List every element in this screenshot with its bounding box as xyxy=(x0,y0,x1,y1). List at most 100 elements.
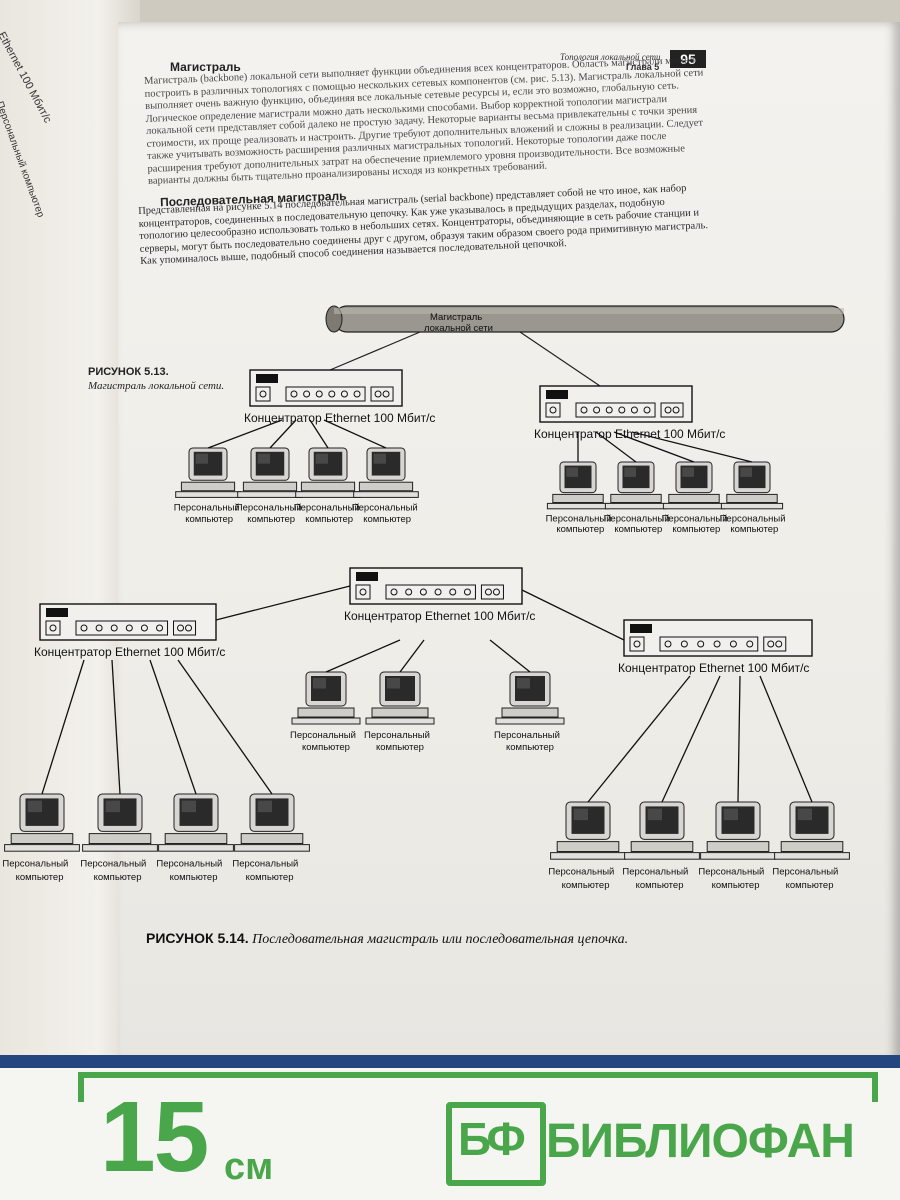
network-cable xyxy=(325,639,401,673)
pc-fig14-center-1-label-1: Персональный xyxy=(290,730,356,741)
pc-fig14-center-2-label-1: Персональный xyxy=(364,730,430,741)
pc-fig14-left-1-label-1: Персональный xyxy=(2,859,68,870)
pc-fig13-left-3-label-1: Персональный xyxy=(294,503,360,514)
ruler-unit: см xyxy=(224,1146,274,1188)
network-cable xyxy=(149,659,197,795)
hub-fig14-left-label: Концентратор Ethernet 100 Мбит/с xyxy=(34,645,225,659)
backbone-label-line2: локальной сети xyxy=(424,323,493,334)
figure-5-13-label: РИСУНОК 5.13. xyxy=(88,366,169,378)
pc-fig14-left-3: Персональный компьютер xyxy=(156,793,234,883)
pc-fig14-right-3: Персональный компьютер xyxy=(698,801,776,891)
pc-fig13-left-2-label-1: Персональный xyxy=(236,503,302,514)
ruler-tick-right xyxy=(872,1072,878,1102)
pc-fig14-center-1-label-2: компьютер xyxy=(302,742,350,753)
network-cable xyxy=(489,639,531,673)
pc-fig14-left-3-label-2: компьютер xyxy=(170,872,218,883)
pc-fig13-right-3-label-1: Персональный xyxy=(662,513,728,524)
network-cable xyxy=(111,659,121,795)
ruler-line xyxy=(78,1072,878,1078)
bibliofan-logo-text: БФ xyxy=(458,1113,526,1165)
network-cable xyxy=(323,419,387,449)
figure-5-14-label: РИСУНОК 5.14. xyxy=(146,930,249,946)
pc-fig13-left-2-label-2: компьютер xyxy=(247,514,295,525)
pc-fig14-left-2-label-2: компьютер xyxy=(94,872,142,883)
pc-fig13-right-2-label-1: Персональный xyxy=(604,513,670,524)
network-cable xyxy=(595,431,637,463)
pc-fig13-right-4-label-2: компьютер xyxy=(730,524,778,535)
ruler-length: 15 xyxy=(100,1081,209,1193)
pc-fig13-right-1-label-1: Персональный xyxy=(546,513,612,524)
pc-fig13-right-1-label-2: компьютер xyxy=(556,524,604,535)
network-cable xyxy=(737,675,741,803)
running-header-chapter: Глава 5 xyxy=(626,62,660,72)
page-number: 95 xyxy=(670,50,706,68)
pc-fig14-left-2: Персональный компьютер xyxy=(80,793,158,883)
pc-fig14-right-3-label-2: компьютер xyxy=(712,880,760,891)
pc-fig14-right-2-label-1: Персональный xyxy=(622,867,688,878)
pc-fig13-right-4-label-1: Персональный xyxy=(720,513,786,524)
pc-fig14-left-1-label-2: компьютер xyxy=(16,872,64,883)
hub-fig14-center-label: Концентратор Ethernet 100 Мбит/с xyxy=(344,609,535,623)
pc-fig14-left-4-label-2: компьютер xyxy=(246,872,294,883)
hub-fig14-right: Концентратор Ethernet 100 Мбит/с xyxy=(618,619,813,675)
pc-fig14-right-4-label-2: компьютер xyxy=(786,880,834,891)
pc-fig14-center-3-label-1: Персональный xyxy=(494,730,560,741)
hub-fig13-right: Концентратор Ethernet 100 Мбит/с xyxy=(534,385,725,441)
network-diagrams: Магистраль локальной сети Концентратор E… xyxy=(2,305,850,891)
pc-fig14-right-2: Персональный компьютер xyxy=(622,801,700,891)
network-cable xyxy=(661,675,721,803)
hub-fig14-center: Концентратор Ethernet 100 Мбит/с xyxy=(344,567,535,623)
hub-fig14-right-label: Концентратор Ethernet 100 Мбит/с xyxy=(618,661,809,675)
bibliofan-logo-icon xyxy=(446,1102,546,1186)
pc-fig14-center-2-label-2: компьютер xyxy=(376,742,424,753)
network-cable xyxy=(269,419,297,449)
pc-fig14-left-1: Персональный компьютер xyxy=(2,793,80,883)
pc-fig14-right-2-label-2: компьютер xyxy=(636,880,684,891)
pc-fig13-left-4-label-2: компьютер xyxy=(363,514,411,525)
backbone-label-line1: Магистраль xyxy=(430,312,482,323)
pc-fig14-left-4-label-1: Персональный xyxy=(232,859,298,870)
bibliofan-brand: БИБЛИОФАН xyxy=(546,1115,855,1168)
network-cable xyxy=(613,431,695,463)
backbone-heading: Магистраль xyxy=(170,60,241,74)
pc-fig14-right-3-label-1: Персональный xyxy=(698,867,764,878)
network-cable xyxy=(41,659,85,795)
pc-fig13-right-3-label-2: компьютер xyxy=(672,524,720,535)
hub-fig14-left: Концентратор Ethernet 100 Мбит/с xyxy=(34,603,225,659)
network-cable xyxy=(215,585,351,621)
network-cable xyxy=(631,431,753,463)
network-cable xyxy=(521,589,625,641)
ruler-tick-left xyxy=(78,1072,84,1102)
figure-5-14-caption-block: РИСУНОК 5.14. Последовательная магистрал… xyxy=(146,930,628,948)
pc-fig14-left-2-label-1: Персональный xyxy=(80,859,146,870)
pc-fig13-left-1-label-1: Персональный xyxy=(174,503,240,514)
figure-5-14-caption: Последовательная магистраль или последов… xyxy=(252,932,629,947)
pc-fig14-left-4: Персональный компьютер xyxy=(232,793,310,883)
backbone-pipe: Магистраль локальной сети xyxy=(325,305,845,334)
network-cable xyxy=(207,419,283,449)
book-page xyxy=(118,22,900,1062)
pc-fig13-right-2-label-2: компьютер xyxy=(614,524,662,535)
hub-fig13-left: Концентратор Ethernet 100 Мбит/с xyxy=(244,369,435,425)
network-cable xyxy=(759,675,813,803)
network-cable xyxy=(587,675,691,803)
pc-fig13-left-1-label-2: компьютер xyxy=(185,514,233,525)
pc-fig14-left-3-label-1: Персональный xyxy=(156,859,222,870)
pc-fig14-right-1-label-1: Персональный xyxy=(548,867,614,878)
hub-fig13-left-label: Концентратор Ethernet 100 Мбит/с xyxy=(244,411,435,425)
network-cable xyxy=(399,639,425,673)
pc-fig13-left-3-label-2: компьютер xyxy=(305,514,353,525)
